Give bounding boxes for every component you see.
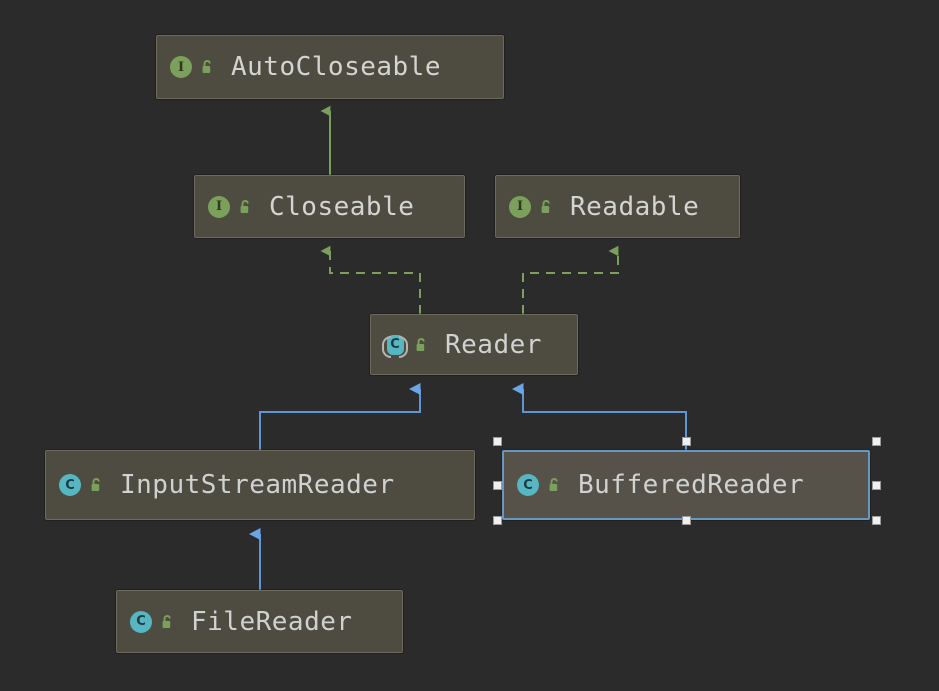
node-icons: C — [58, 473, 106, 497]
unlocked-padlock-icon — [86, 474, 106, 496]
handle-top-left[interactable] — [493, 437, 502, 446]
interface-icon: I — [207, 195, 231, 219]
class-icon: C — [129, 610, 153, 634]
node-closeable[interactable]: I Closeable — [194, 175, 465, 238]
node-icons: I — [169, 55, 217, 79]
handle-bottom-right[interactable] — [872, 516, 881, 525]
handle-middle-left[interactable] — [493, 481, 502, 490]
unlocked-padlock-icon — [157, 611, 177, 633]
interface-icon: I — [508, 195, 532, 219]
node-label: Closeable — [269, 191, 415, 222]
node-readable[interactable]: I Readable — [495, 175, 740, 238]
unlocked-padlock-icon — [536, 196, 556, 218]
node-inputstreamreader[interactable]: C InputStreamReader — [45, 450, 475, 520]
unlocked-padlock-icon — [544, 474, 564, 496]
class-icon: C — [58, 473, 82, 497]
node-label: AutoCloseable — [231, 52, 441, 82]
interface-icon: I — [169, 55, 193, 79]
class-icon: C — [516, 473, 540, 497]
node-icons: C — [516, 473, 564, 497]
abstract-class-icon: C — [382, 333, 408, 358]
node-label: Readable — [570, 191, 700, 222]
node-filereader[interactable]: C FileReader — [116, 590, 403, 653]
node-icons: I — [508, 195, 556, 219]
unlocked-padlock-icon — [235, 196, 255, 218]
edge-bufferedreader-to-reader — [512, 383, 687, 450]
node-icons: I — [207, 195, 255, 219]
handle-middle-right[interactable] — [872, 481, 881, 490]
node-label: Reader — [445, 329, 542, 360]
node-icons: C — [382, 333, 431, 358]
node-label: InputStreamReader — [120, 470, 395, 500]
node-icons: C — [129, 610, 177, 634]
handle-bottom-left[interactable] — [493, 516, 502, 525]
node-label: FileReader — [191, 606, 353, 637]
handle-top-center[interactable] — [682, 437, 691, 446]
edge-inputstreamreader-to-reader — [259, 383, 421, 450]
unlocked-padlock-icon — [411, 334, 431, 356]
node-bufferedreader[interactable]: C BufferedReader — [502, 450, 870, 520]
edge-reader-to-readable — [522, 245, 619, 314]
node-label: BufferedReader — [578, 470, 805, 500]
node-reader[interactable]: C Reader — [370, 314, 578, 375]
unlocked-padlock-icon — [197, 56, 217, 78]
handle-top-right[interactable] — [872, 437, 881, 446]
node-autocloseable[interactable]: I AutoCloseable — [156, 35, 504, 99]
edge-reader-to-closeable — [320, 245, 421, 314]
handle-bottom-center[interactable] — [682, 516, 691, 525]
